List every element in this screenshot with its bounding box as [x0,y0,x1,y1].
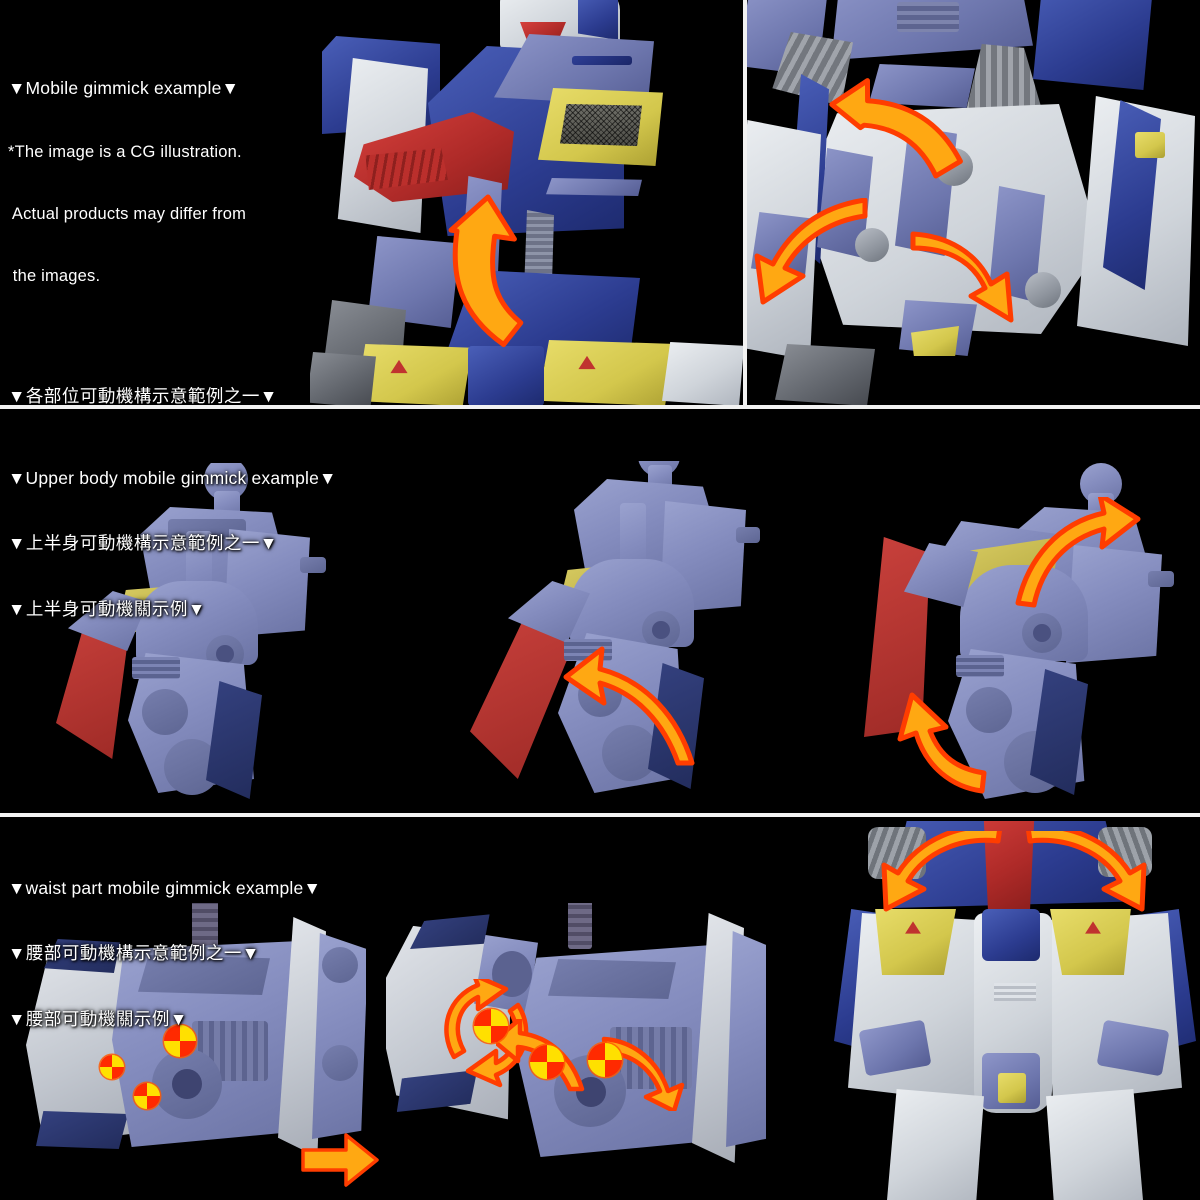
mech-lower-left-detail [775,344,875,405]
caption-mid-heading-cn-2: ▼上半身可動機關示例▼ [8,598,206,619]
panel-top-left-chest [310,0,743,405]
caption-block-middle: ▼Upper body mobile gimmick example▼ ▼上半身… [8,426,337,661]
cg-backpack-peg-3 [1148,571,1174,587]
mech-head-crest [578,0,618,40]
panel-mid-stage-1 [28,463,338,803]
mech-crotch-sensor [998,1073,1026,1103]
cg-hip-disc-a-3 [966,687,1012,733]
caption-bottom-heading-cn-2: ▼腰部可動機關示例▼ [8,1008,188,1029]
caption-bottom-heading-cn-1: ▼腰部可動機構示意範例之一▼ [8,943,260,964]
mech-right-leg-sensor [1135,132,1165,158]
cg-hip-disc-b-2 [602,725,658,781]
caption-top-heading-en: ▼Mobile gimmick example▼ [8,77,240,98]
cg-waist-right-pivot-a-1 [322,947,358,983]
mech-thigh-left [886,1089,984,1200]
arrow-front-skirt-left-swing [881,831,1002,912]
mech-hip-top-bar [869,64,975,108]
mech-skirt-right [538,340,676,405]
mech-right-hip-block [662,342,743,405]
panel-mid-stage-2 [452,461,762,806]
arrow-torso-pitch-forward [563,646,695,766]
mech-skirt-left [356,344,472,405]
cg-waist-post-2 [568,903,592,949]
caption-top-note-en-3: the images. [8,267,101,286]
cg-waist-right-joint-2 [726,931,766,1147]
mech-hip-pivot-right [1025,272,1061,308]
section-upper-body-gimmick: ▼Upper body mobile gimmick example▼ ▼上半身… [0,413,1200,813]
mech-crotch-vent-lines [994,983,1036,1001]
panel-mid-stage-3 [856,461,1176,806]
mech-collar-slot [572,56,632,65]
cg-waist-core-rail-2 [548,959,676,999]
joint-marker-lower-center-1 [134,1083,160,1109]
panel-bottom-stage-1 [16,903,366,1183]
mech-crotch-top-block [982,909,1040,961]
caption-bottom-heading-en: ▼waist part mobile gimmick example▼ [8,877,321,898]
panel-top-right-hips [747,0,1200,405]
mech-skirt-right-triangle [578,355,596,370]
joint-marker-upper-center-1 [164,1025,196,1057]
caption-mid-heading-cn-1: ▼上半身可動機構示意範例之一▼ [8,533,278,554]
arrow-chest-hatch-swing [448,194,524,348]
mech-thigh-right [1046,1089,1144,1200]
arrow-thruster-swing-up [829,78,963,179]
mech-hip-pivot-left [855,228,889,262]
section-mobile-gimmick: ▼Mobile gimmick example▼ *The image is a… [0,0,1200,405]
cg-chest-port-inner-1 [216,645,234,663]
mech-skirt-yellow-right [1050,909,1131,975]
arrow-transition-bottom-1 [301,1133,379,1187]
arrow-upper-chest-lift [1015,497,1141,608]
cg-backpack-peg-2 [736,527,760,543]
mech-right-back-armor [1033,0,1153,90]
cg-hip-disc-a-1 [142,689,188,735]
cg-waist-post-1 [192,903,218,953]
cg-waist-left-bottom-1 [36,1111,128,1149]
section-waist-gimmick: ▼waist part mobile gimmick example▼ ▼腰部可… [0,821,1200,1200]
arrow-front-skirt-swing-down [910,231,1014,323]
cg-vent-lines-1 [132,657,180,679]
mech-skirt-yellow-left [875,909,956,975]
caption-top-heading-cn-1: ▼各部位可動機構示意範例之一▼ [8,386,278,405]
caption-block-top: ▼Mobile gimmick example▼ *The image is a… [8,36,392,405]
divider-vertical-top [743,0,747,405]
cg-waist-right-pivot-b-1 [322,1045,358,1081]
mech-left-hip-block [310,352,376,405]
joint-marker-side-armor-pivot-2 [474,1009,508,1043]
caption-top-note-en-2: Actual products may differ from [8,205,247,224]
caption-block-bottom: ▼waist part mobile gimmick example▼ ▼腰部可… [8,836,321,1071]
panel-bottom-right-assembled [830,821,1200,1200]
mech-backpack-slots [897,2,959,32]
mech-chest-lower-slot [546,178,642,196]
joint-marker-waist-left-2 [530,1045,564,1079]
caption-mid-heading-en: ▼Upper body mobile gimmick example▼ [8,467,337,488]
arrow-lower-chest-lift [897,692,987,794]
divider-horizontal-1 [0,405,1200,409]
panel-bottom-stage-2 [386,903,766,1188]
cg-waist-core-rail-1 [138,955,270,995]
cg-waist-left-top-1 [44,939,120,973]
divider-horizontal-2 [0,813,1200,817]
caption-top-note-en-1: *The image is a CG illustration. [8,143,242,162]
cg-waist-hub-hole-1 [172,1069,202,1099]
cg-backpack-peg-1 [300,557,326,573]
mech-chest-vent-mesh [560,104,642,146]
mech-skirt-left-triangle [390,359,408,374]
arrow-waist-right-rotate [601,1036,685,1111]
arrow-side-skirt-swing-down [754,198,868,305]
cg-vent-lines-3 [956,655,1004,677]
joint-marker-waist-right-2 [588,1043,622,1077]
cg-chest-port-inner-2 [652,621,670,639]
cg-chest-port-inner-3 [1033,624,1051,642]
mech-skirt-center [468,346,544,405]
joint-marker-left-small-1 [100,1055,124,1079]
arrow-front-skirt-right-swing [1026,831,1147,912]
